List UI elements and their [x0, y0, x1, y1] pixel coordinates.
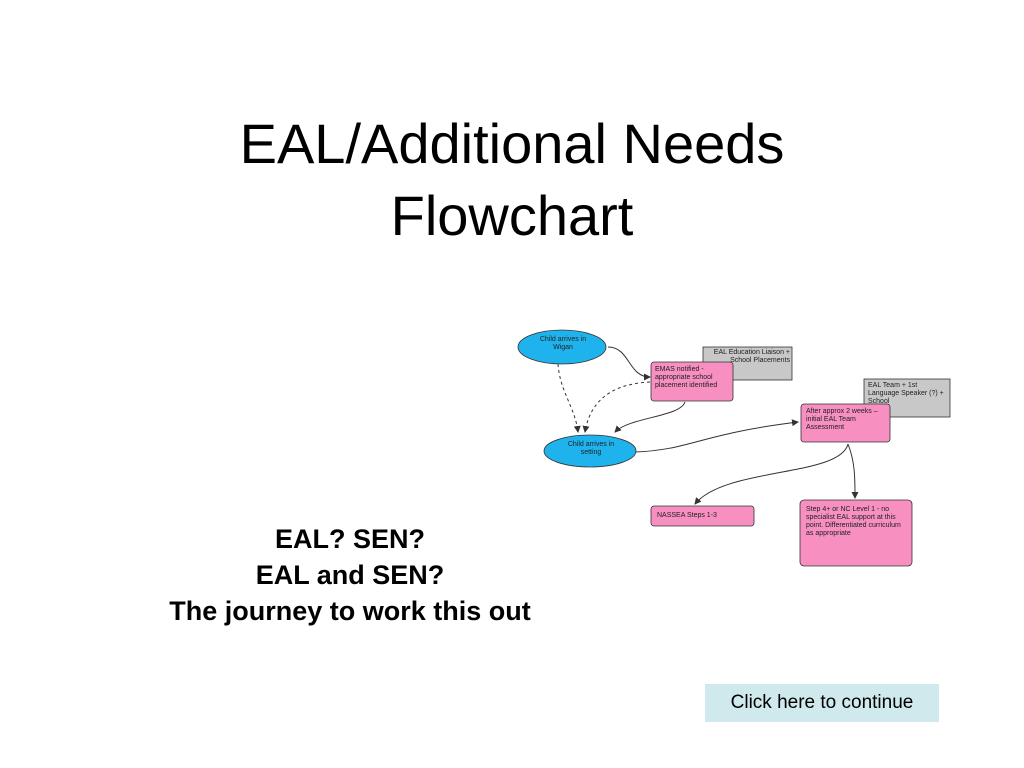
node-step4-shape [799, 499, 913, 567]
node-child-arrives-setting: Child arrives in setting [567, 441, 615, 456]
arrow-assessment-to-nassea [694, 443, 849, 505]
arrow-wigan-to-emas [607, 346, 651, 381]
title-line-1: EAL/Additional Needs [239, 112, 785, 175]
arrow-assessment-to-step4 [847, 443, 859, 499]
continue-button[interactable]: Click here to continue [705, 684, 939, 722]
arrow-emas-to-setting [614, 401, 686, 433]
node-emas-notified: EMAS notified - appropriate school place… [655, 366, 718, 389]
node-initial-assessment: After approx 2 weeks – initial EAL Team … [806, 408, 878, 431]
node-initial-assessment-shape [800, 403, 891, 443]
title-line-2: Flowchart [390, 184, 634, 247]
question-line-3: The journey to work this out [169, 596, 531, 626]
node-child-arrives-setting-shape [543, 434, 637, 468]
node-child-arrives-wigan-shape [517, 329, 607, 365]
flowchart-diagram: Child arrives in Wigan EAL Education Lia… [510, 322, 960, 578]
node-eal-liaison: EAL Education Liaison + School Placement… [713, 349, 790, 364]
arrow-emas-to-setting-dashed [582, 381, 651, 433]
arrow-wigan-to-setting-dashed [557, 363, 581, 433]
node-eal-team-speaker: EAL Team + 1st Language Speaker (?) + Sc… [868, 382, 944, 405]
node-nassea-shape [650, 505, 755, 527]
flowchart-connectors [517, 329, 951, 567]
page-title: EAL/Additional Needs Flowchart [0, 108, 1024, 252]
question-line-1: EAL? SEN? [274, 524, 425, 554]
node-emas-notified-shape [650, 361, 734, 402]
node-child-arrives-wigan: Child arrives in Wigan [539, 336, 587, 351]
node-step4: Step 4+ or NC Level 1 - no specialist EA… [806, 506, 901, 537]
questions-text: EAL? SEN? EAL and SEN? The journey to wo… [100, 521, 600, 629]
arrow-setting-to-assessment [634, 419, 799, 453]
node-nassea: NASSEA Steps 1-3 [657, 512, 717, 519]
question-line-2: EAL and SEN? [255, 560, 445, 590]
